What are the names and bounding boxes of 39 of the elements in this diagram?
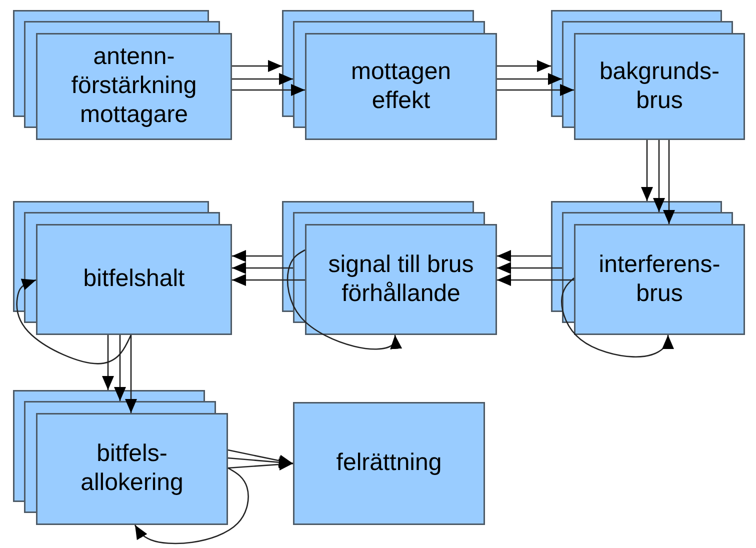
arrow [497,84,574,96]
box-label: signal till brus förhållande [327,250,475,308]
arrow [232,262,293,274]
stacked-process-box [551,10,745,140]
arrow [232,274,305,286]
arrow [232,60,282,72]
arrow [228,449,294,467]
stacked-process-box [551,201,745,335]
stacked-process-box [282,10,497,140]
arrow [232,84,305,96]
box-label: antenn- förstärkning mottagare [70,43,198,130]
arrow [16,278,132,364]
arrow [286,249,402,350]
stacked-process-box [282,201,497,335]
arrow [497,60,551,72]
arrow [125,335,137,413]
arrow [497,73,562,85]
arrow [653,140,665,212]
box-label: mottagen effekt [350,58,452,116]
box-label: bakgrunds- brus [598,58,721,116]
box-label: bitfels- allokering [80,440,184,498]
arrow [497,250,551,262]
arrow [232,73,293,85]
arrow [663,140,675,224]
box-label: bitfelshalt [82,265,186,294]
box-label: interferens- brus [598,250,722,308]
box-label: felrättning [335,449,443,478]
stacked-process-box [13,10,232,140]
arrow [497,274,574,286]
arrow [561,278,674,358]
stacked-process-box [13,390,228,525]
process-box [293,402,485,525]
arrow [232,250,282,262]
arrow [641,140,653,201]
arrow [114,335,126,401]
arrow [134,467,249,544]
arrow [102,335,114,390]
arrow [497,262,562,274]
stacked-process-box [13,201,232,335]
